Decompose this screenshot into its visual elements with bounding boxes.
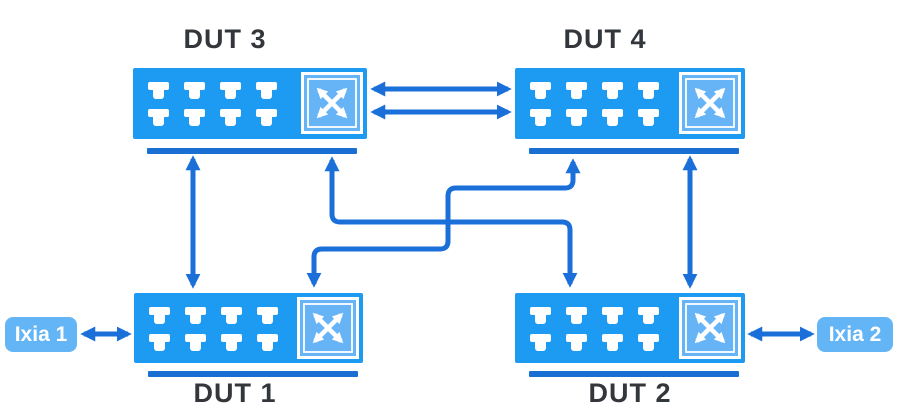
crossbar-switch-icon: [297, 297, 359, 359]
endpoint-label: Ixia 1: [14, 322, 68, 346]
device-label-dut4: DUT 4: [563, 24, 647, 54]
port-icon: [566, 109, 587, 126]
endpoint-label: Ixia 2: [828, 322, 882, 346]
port-icon: [566, 82, 587, 99]
port-grid: [530, 82, 659, 126]
switch-dut1: [134, 293, 363, 363]
switch-base-bar-dut1: [148, 371, 358, 377]
port-icon: [638, 82, 659, 99]
port-icon: [602, 109, 623, 126]
port-icon: [602, 82, 623, 99]
device-label-dut3: DUT 3: [183, 24, 267, 54]
switch-dut4: [515, 68, 745, 139]
port-grid: [148, 82, 277, 126]
link-dut4-dut1: [306, 158, 581, 288]
port-icon: [638, 307, 659, 324]
port-icon: [221, 307, 242, 324]
port-icon: [566, 307, 587, 324]
port-icon: [530, 334, 551, 351]
port-icon: [530, 82, 551, 99]
crossbar-switch-icon: [679, 72, 741, 134]
switch-base-bar-dut4: [529, 148, 739, 154]
port-icon: [566, 334, 587, 351]
crossbar-switch-icon: [679, 297, 741, 359]
port-icon: [257, 307, 278, 324]
device-label-dut2: DUT 2: [588, 378, 672, 408]
endpoint-ixia1: Ixia 1: [5, 317, 77, 352]
crossbar-switch-icon: [301, 72, 363, 134]
port-icon: [184, 82, 205, 99]
port-icon: [638, 334, 659, 351]
port-icon: [184, 109, 205, 126]
port-icon: [256, 109, 277, 126]
port-icon: [257, 334, 278, 351]
port-icon: [602, 334, 623, 351]
port-icon: [185, 307, 206, 324]
link-dut3-dut2: [324, 156, 578, 288]
port-icon: [256, 82, 277, 99]
port-icon: [530, 109, 551, 126]
switch-dut3: [133, 68, 367, 139]
port-icon: [220, 82, 241, 99]
switch-base-bar-dut2: [529, 371, 739, 377]
port-grid: [149, 307, 278, 351]
port-icon: [149, 307, 170, 324]
port-icon: [148, 82, 169, 99]
switch-dut2: [515, 293, 745, 363]
port-icon: [638, 109, 659, 126]
port-icon: [530, 307, 551, 324]
port-icon: [148, 109, 169, 126]
port-icon: [220, 109, 241, 126]
switch-base-bar-dut3: [147, 148, 357, 154]
port-icon: [185, 334, 206, 351]
port-icon: [602, 307, 623, 324]
port-grid: [530, 307, 659, 351]
port-icon: [221, 334, 242, 351]
device-label-dut1: DUT 1: [193, 378, 277, 408]
endpoint-ixia2: Ixia 2: [817, 317, 893, 352]
port-icon: [149, 334, 170, 351]
